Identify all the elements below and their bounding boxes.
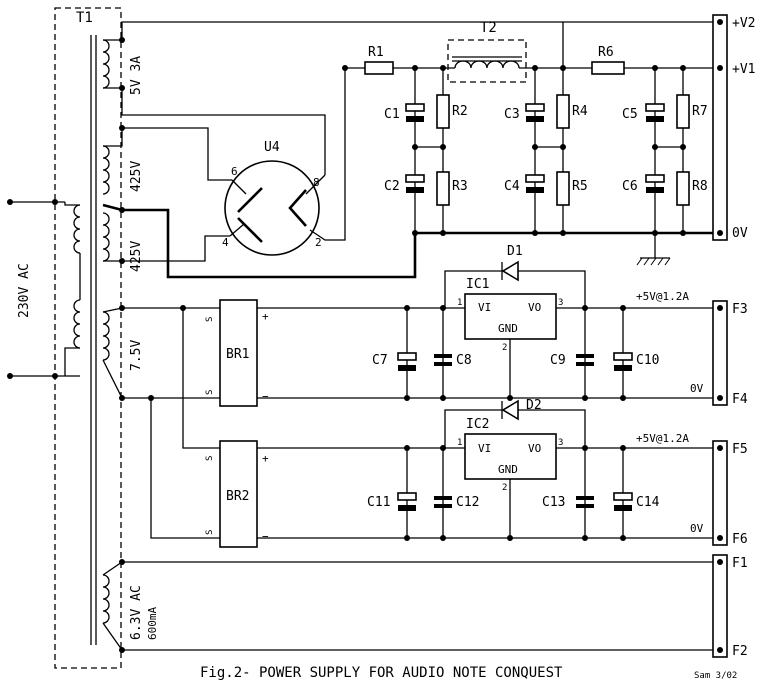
label-br2-plus: +	[262, 452, 269, 465]
figure-title: Fig.2- POWER SUPPLY FOR AUDIO NOTE CONQU…	[200, 665, 563, 681]
label-c10: C10	[636, 353, 659, 368]
label-d1: D1	[507, 244, 523, 259]
label-br2: BR2	[226, 489, 249, 504]
label-c13: C13	[542, 495, 565, 510]
ht-filter	[342, 22, 720, 266]
label-ic1-gnd: GND	[498, 322, 518, 335]
label-ic2-vo: VO	[528, 442, 541, 455]
label-br2-minus: −	[262, 530, 269, 543]
label-ic1-vo: VO	[528, 301, 541, 314]
label-ic1: IC1	[466, 277, 489, 292]
label-7v5: 7.5V	[129, 340, 144, 371]
label-r7: R7	[692, 104, 708, 119]
label-425v-b: 425V	[129, 241, 144, 272]
label-ic1-pin3: 3	[558, 298, 563, 308]
label-c2: C2	[384, 179, 400, 194]
label-r1: R1	[368, 45, 384, 60]
label-d2: D2	[526, 398, 542, 413]
label-r8: R8	[692, 179, 708, 194]
label-rail-v1: +V1	[732, 62, 755, 77]
label-t2: T2	[480, 20, 497, 36]
label-ic2-vi: VI	[478, 442, 491, 455]
label-ic2-pin3: 3	[558, 438, 563, 448]
heater-terminal-strip	[712, 554, 728, 658]
label-u4-pin2: 2	[315, 236, 322, 249]
label-u4: U4	[264, 140, 280, 155]
label-c11: C11	[367, 495, 390, 510]
label-f2: F2	[732, 644, 748, 659]
label-c8: C8	[456, 353, 472, 368]
label-600ma: 600mA	[146, 607, 159, 640]
label-br1-minus: −	[262, 390, 269, 403]
label-u4-pin8: 8	[313, 176, 320, 189]
t1-secondary-wiring	[102, 21, 720, 653]
label-br1-s2: S	[205, 390, 215, 395]
label-c6: C6	[622, 179, 638, 194]
signature: Sam 3/02	[694, 671, 737, 681]
lv-supply-2	[219, 399, 728, 548]
label-rail-0v: 0V	[732, 226, 748, 241]
label-c3: C3	[504, 107, 520, 122]
label-rail-v2: +V2	[732, 16, 755, 31]
label-out2-0v: 0V	[690, 522, 704, 535]
label-r3: R3	[452, 179, 468, 194]
label-mains: 230V AC	[17, 263, 32, 318]
label-c14: C14	[636, 495, 660, 510]
label-c1: C1	[384, 107, 400, 122]
label-ic2-pin2: 2	[502, 483, 507, 493]
label-r2: R2	[452, 104, 468, 119]
mains-input	[7, 199, 80, 379]
rectifier-tube-u4	[224, 68, 346, 256]
label-f5: F5	[732, 442, 748, 457]
label-ic1-pin1: 1	[457, 298, 462, 308]
label-c5: C5	[622, 107, 638, 122]
ht-terminal-strip	[712, 14, 728, 241]
label-f4: F4	[732, 392, 748, 407]
label-r4: R4	[572, 104, 588, 119]
label-out1-0v: 0V	[690, 382, 704, 395]
label-r6: R6	[598, 45, 614, 60]
label-ic1-pin2: 2	[502, 343, 507, 353]
label-br1: BR1	[226, 347, 249, 362]
label-br1-s1: S	[205, 317, 215, 322]
lv-supply-1	[148, 260, 728, 539]
label-c9: C9	[550, 353, 566, 368]
label-ic2: IC2	[466, 417, 489, 432]
label-63vac: 6.3V AC	[129, 585, 144, 640]
label-ic1-vi: VI	[478, 301, 491, 314]
label-ic2-gnd: GND	[498, 463, 518, 476]
label-f6: F6	[732, 532, 748, 547]
label-c4: C4	[504, 179, 520, 194]
label-br1-plus: +	[262, 310, 269, 323]
label-br2-s1: S	[205, 456, 215, 461]
label-c7: C7	[372, 353, 388, 368]
label-f1: F1	[732, 556, 748, 571]
label-t1: T1	[76, 10, 93, 26]
label-br2-s2: S	[205, 530, 215, 535]
label-u4-pin6: 6	[231, 165, 238, 178]
label-r5: R5	[572, 179, 588, 194]
label-out1: +5V@1.2A	[636, 290, 689, 303]
label-c12: C12	[456, 495, 479, 510]
label-f3: F3	[732, 302, 748, 317]
transformer-t1	[54, 7, 122, 669]
label-u4-pin4: 4	[222, 236, 229, 249]
label-ic2-pin1: 1	[457, 438, 462, 448]
label-5v3a: 5V 3A	[129, 56, 144, 95]
label-out2: +5V@1.2A	[636, 432, 689, 445]
label-425v-a: 425V	[129, 161, 144, 192]
